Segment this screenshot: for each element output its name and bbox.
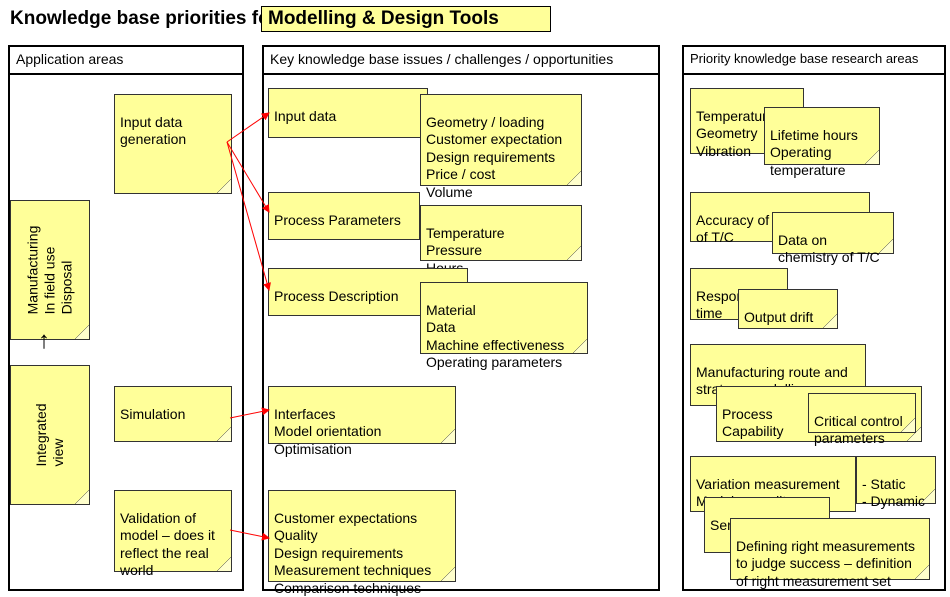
note-fold xyxy=(567,171,581,185)
arrow-input-to-process-params xyxy=(226,141,270,213)
output-drift-text: Output drift xyxy=(744,308,814,325)
input-data-details-text: Geometry / loading Customer expectation … xyxy=(426,113,563,200)
application-areas-header: Application areas xyxy=(8,45,244,75)
note-fold xyxy=(75,490,89,504)
process-description-text: Process Description xyxy=(274,287,399,304)
note-fold xyxy=(865,150,879,164)
arrow-input-to-input-data xyxy=(226,112,270,143)
validation-text: Validation of model – does it reflect th… xyxy=(120,509,215,579)
defining-measurements-text: Defining right measurements to judge suc… xyxy=(736,537,915,589)
process-parameters-text: Process Parameters xyxy=(274,211,401,228)
interfaces-note: Interfaces Model orientation Optimisatio… xyxy=(268,386,456,457)
note-fold xyxy=(879,239,893,253)
note-fold xyxy=(75,325,89,339)
process-description-details-note: Material Data Machine effectiveness Oper… xyxy=(420,282,588,370)
input-data-text: Input data xyxy=(274,107,337,124)
static-dynamic-text: - Static - Dynamic xyxy=(862,475,926,510)
arrow-validation-to-customer xyxy=(229,529,270,541)
chemistry-note: Data on chemistry of T/C xyxy=(772,212,894,265)
input-data-generation-text: Input data generation xyxy=(120,113,187,148)
validation-note: Validation of model – does it reflect th… xyxy=(114,490,232,578)
note-fold xyxy=(921,489,935,503)
process-parameters-details-note: Temperature Pressure Hours xyxy=(420,205,582,276)
process-description-details-text: Material Data Machine effectiveness Oper… xyxy=(426,301,565,371)
input-data-generation-note: Input data generation xyxy=(114,94,232,194)
simulation-text: Simulation xyxy=(120,405,186,422)
output-drift-note: Output drift xyxy=(738,289,838,329)
static-dynamic-note: - Static - Dynamic xyxy=(856,456,936,509)
critical-control-note: Critical control parameters xyxy=(808,393,916,446)
simulation-note: Simulation xyxy=(114,386,232,442)
note-fold xyxy=(441,429,455,443)
note-fold xyxy=(915,565,929,579)
customer-expectations-note: Customer expectations Quality Design req… xyxy=(268,490,456,596)
chemistry-text: Data on chemistry of T/C xyxy=(778,231,880,266)
process-capability-text: Process Capability xyxy=(722,405,784,440)
lifetime-text: Lifetime hours Operating temperature xyxy=(770,126,858,178)
note-fold xyxy=(823,314,837,328)
arrow-input-to-process-desc xyxy=(226,141,271,291)
page-title: Knowledge base priorities for xyxy=(10,8,278,29)
critical-control-text: Critical control parameters xyxy=(814,412,903,447)
key-issues-header: Key knowledge base issues / challenges /… xyxy=(262,45,660,75)
lifecycle-note: Manufacturing In field use Disposal xyxy=(10,200,90,340)
page-title-highlight: Modelling & Design Tools xyxy=(261,6,551,32)
defining-measurements-note: Defining right measurements to judge suc… xyxy=(730,518,930,589)
lifetime-note: Lifetime hours Operating temperature xyxy=(764,107,880,178)
note-fold xyxy=(217,427,231,441)
arrow-simulation-to-interfaces xyxy=(229,407,270,419)
note-fold xyxy=(217,557,231,571)
note-fold xyxy=(217,179,231,193)
up-arrow: ↑ xyxy=(38,327,50,354)
note-fold xyxy=(441,567,455,581)
note-fold xyxy=(567,246,581,260)
input-data-details-note: Geometry / loading Customer expectation … xyxy=(420,94,582,200)
process-parameters-details-text: Temperature Pressure Hours xyxy=(426,224,505,276)
temperature-text: Temperature Geometry Vibration xyxy=(696,107,775,159)
research-areas-header: Priority knowledge base research areas xyxy=(682,45,946,75)
customer-expectations-text: Customer expectations Quality Design req… xyxy=(274,509,432,596)
process-parameters-note: Process Parameters xyxy=(268,192,420,240)
note-fold xyxy=(901,418,915,432)
integrated-view-note: Integrated view xyxy=(10,365,90,505)
interfaces-text: Interfaces Model orientation Optimisatio… xyxy=(274,405,382,457)
note-fold xyxy=(573,339,587,353)
input-data-note: Input data xyxy=(268,88,428,138)
